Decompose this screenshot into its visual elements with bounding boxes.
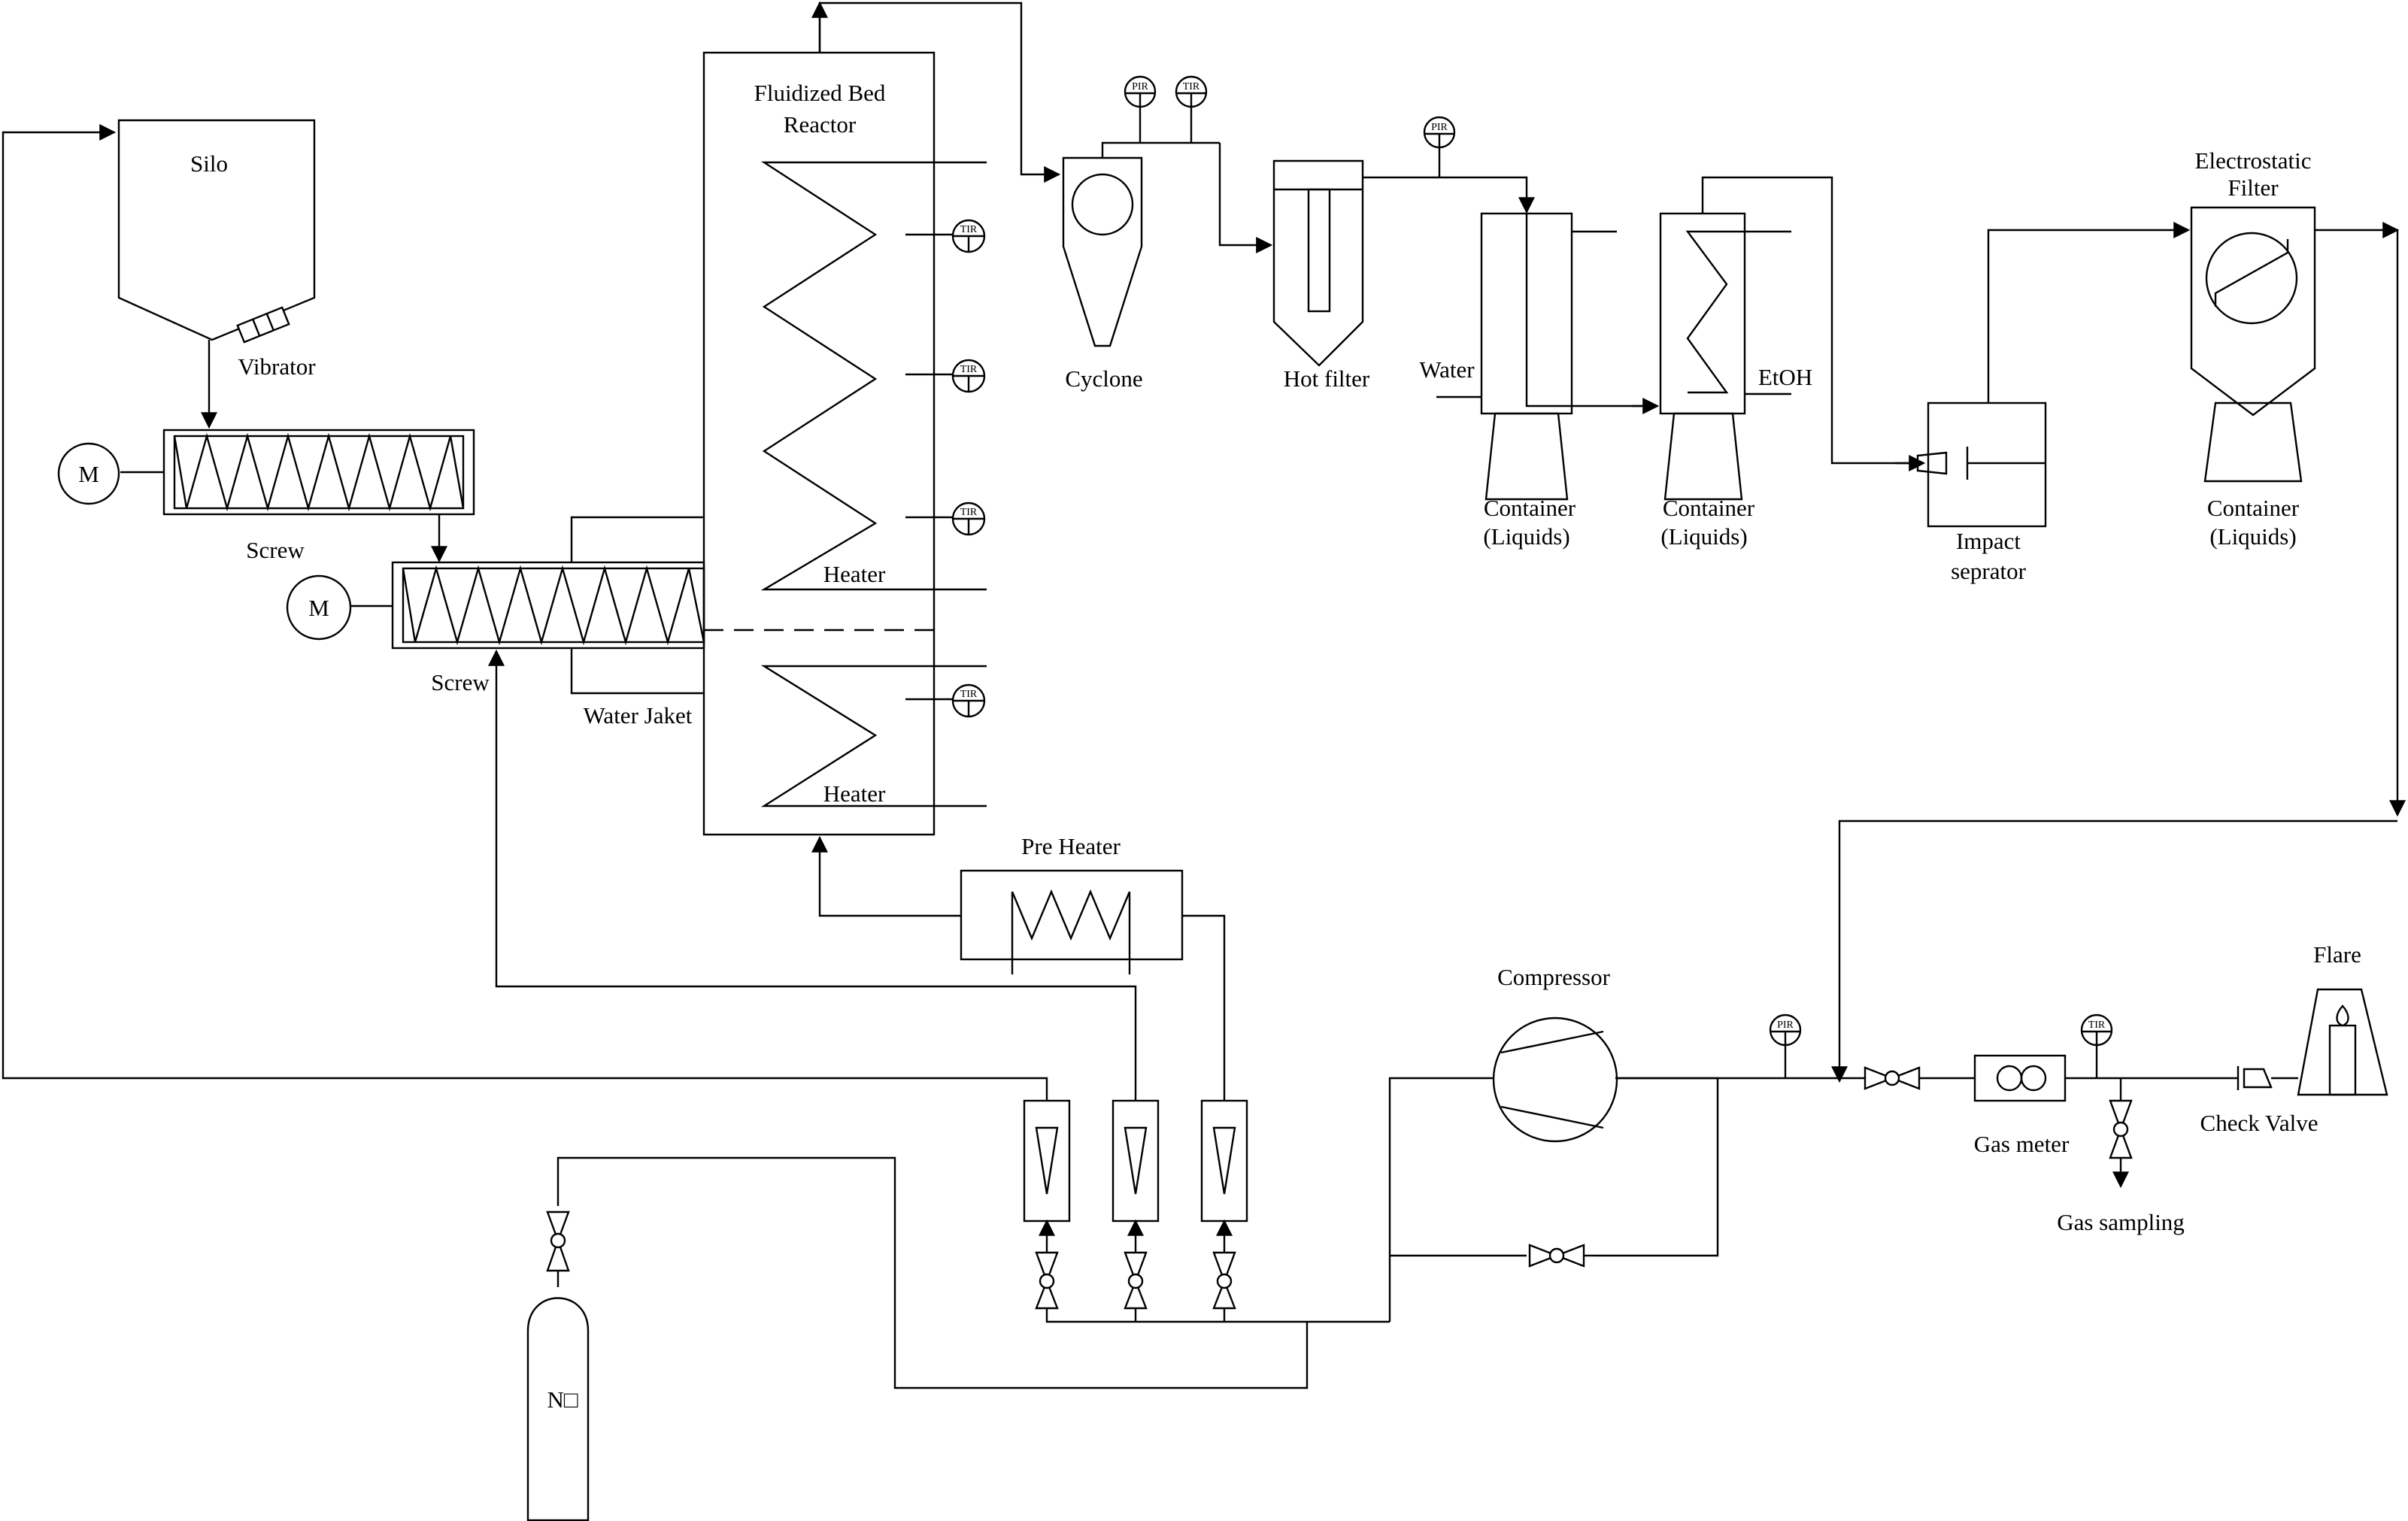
vibrator-label: Vibrator — [238, 353, 316, 380]
flare — [2297, 988, 2388, 1096]
compressor-inlet-line — [1388, 1077, 1494, 1322]
check-valve — [2237, 1066, 2298, 1090]
rotameter-manifold — [1045, 1308, 1390, 1323]
container-2-label-1: Container — [1663, 495, 1755, 521]
gas-meter — [1973, 1054, 2067, 1102]
compressor — [1492, 1017, 1618, 1143]
fluidized-bed-reactor — [702, 51, 987, 836]
n2-bottle-valve — [546, 1210, 570, 1272]
tir-tag: TIR — [2088, 1020, 2106, 1031]
filter-pir: PIR — [1423, 116, 1456, 177]
compressor-label: Compressor — [1497, 964, 1611, 990]
cyclone-to-filter-line — [1218, 143, 1273, 253]
cyclone-pir: PIR — [1124, 75, 1157, 143]
heater-upper-coil — [760, 161, 987, 591]
etoh-label: EtOH — [1758, 364, 1812, 390]
etoh-condenser — [1659, 176, 1924, 465]
impact-to-esp-line — [1987, 222, 2191, 403]
heater-lower-coil — [760, 665, 987, 807]
container-3-label-2: (Liquids) — [2209, 523, 2296, 550]
gas-line-tir: TIR — [2080, 1013, 2113, 1078]
motor-upper: M — [57, 442, 120, 505]
impact-label-2: seprator — [1951, 558, 2027, 584]
screw-lower — [391, 561, 705, 650]
tir-tag: TIR — [960, 224, 978, 235]
motor-lower-label: M — [308, 595, 329, 621]
reactor-tir-3: TIR — [905, 501, 986, 536]
gas-line-valve — [1864, 1066, 1921, 1090]
screw-upper-label: Screw — [246, 537, 305, 563]
water-condenser — [1436, 212, 1657, 415]
pre-heater — [960, 869, 1184, 974]
container-3-label-1: Container — [2207, 495, 2300, 521]
reactor-tir-2: TIR — [905, 359, 986, 393]
esp-label-2: Filter — [2228, 174, 2279, 201]
gas-meter-label: Gas meter — [1974, 1131, 2070, 1157]
cyclone-label: Cyclone — [1065, 365, 1142, 392]
water-jacket-top — [570, 516, 704, 562]
rotameter-3-valve — [1212, 1251, 1236, 1310]
silo — [117, 119, 316, 344]
pir-tag: PIR — [1132, 81, 1148, 92]
reactor-label-2: Reactor — [784, 111, 857, 138]
flare-label: Flare — [2313, 941, 2361, 968]
water-label: Water — [1419, 356, 1475, 383]
tir-tag: TIR — [960, 507, 978, 518]
container-2-label-2: (Liquids) — [1660, 523, 1747, 550]
rotameter-2 — [1112, 1099, 1160, 1223]
preheater-feed-line — [1182, 914, 1226, 1101]
tir-tag: TIR — [1183, 81, 1200, 92]
water-jacket-bottom — [570, 648, 704, 695]
n2-bottle-label: N□ — [547, 1386, 578, 1413]
rotameter-1 — [1023, 1099, 1071, 1223]
compressor-bypass-valve — [1528, 1244, 1585, 1268]
preheater-to-reactor-line — [811, 835, 961, 917]
gas-line-pir: PIR — [1769, 1013, 1802, 1078]
motor-upper-label: M — [78, 461, 99, 487]
hot-filter — [1272, 159, 1364, 367]
container-1-label-2: (Liquids) — [1483, 523, 1569, 550]
pir-tag: PIR — [1777, 1020, 1794, 1031]
cyclone — [1062, 156, 1143, 347]
gas-sampling-valve — [2109, 1099, 2133, 1159]
impact-separator — [1916, 401, 2047, 528]
pir-tag: PIR — [1431, 122, 1448, 133]
heater-lower-label: Heater — [823, 780, 886, 807]
screw-upper — [162, 429, 475, 516]
reactor-label-1: Fluidized Bed — [754, 80, 886, 106]
container-2 — [1663, 412, 1743, 501]
motor-lower: M — [286, 574, 352, 641]
hot-filter-label: Hot filter — [1284, 365, 1370, 392]
reactor-tir-1: TIR — [905, 219, 986, 253]
tir-tag: TIR — [960, 689, 978, 700]
rotameter-3 — [1200, 1099, 1248, 1223]
gas-sampling-label: Gas sampling — [2057, 1209, 2185, 1235]
screw-lower-label: Screw — [431, 669, 490, 695]
electrostatic-filter — [2190, 206, 2316, 483]
container-1-label-1: Container — [1484, 495, 1576, 521]
esp-label-1: Electrostatic — [2195, 147, 2312, 174]
container-1 — [1485, 412, 1569, 501]
silo-label: Silo — [190, 150, 228, 177]
gas-return-line — [1831, 820, 2397, 1083]
rotameter-1-valve — [1035, 1251, 1059, 1310]
compressor-outlet-line — [1594, 1077, 1719, 1257]
check-valve-label: Check Valve — [2200, 1110, 2319, 1136]
impact-label-1: Impact — [1956, 528, 2021, 554]
rotameter-2-valve — [1124, 1251, 1148, 1310]
silo-n2-line — [2, 124, 1048, 1101]
water-jacket-label: Water Jaket — [584, 702, 693, 729]
heater-upper-label: Heater — [823, 561, 886, 587]
n2-feed-line — [557, 1156, 1309, 1389]
n2-bottle — [526, 1271, 590, 1521]
pre-heater-label: Pre Heater — [1021, 833, 1121, 859]
filter-to-condenser-line — [1363, 176, 1535, 214]
tir-tag: TIR — [960, 364, 978, 375]
cyclone-tir: TIR — [1175, 75, 1208, 143]
vibrator — [236, 306, 290, 344]
reactor-tir-4: TIR — [905, 683, 986, 718]
screw-n2-line — [488, 649, 1137, 1101]
